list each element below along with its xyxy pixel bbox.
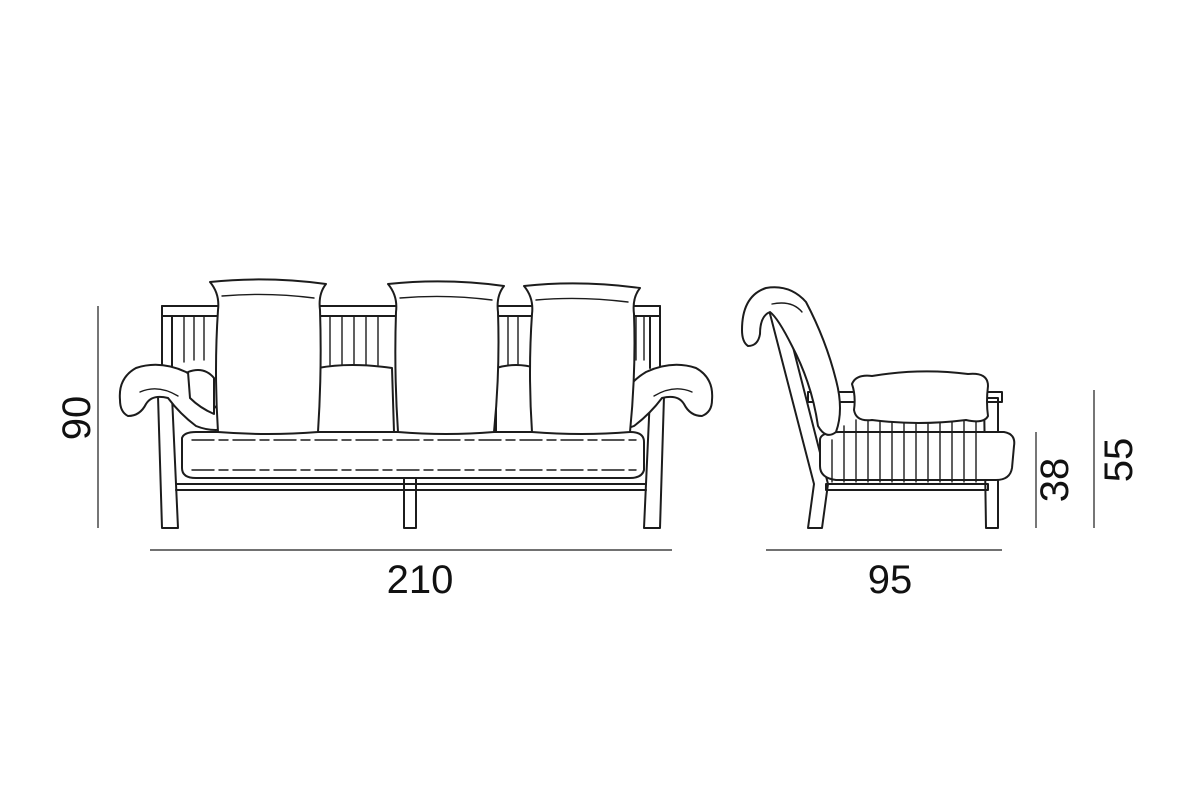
side-back-pillow — [851, 370, 989, 424]
left-arm-throw — [118, 363, 235, 431]
side-back-throw — [741, 286, 841, 436]
height-label: 90 — [55, 395, 99, 441]
back-pillow-center — [387, 280, 505, 435]
side-seat-frame — [825, 483, 989, 491]
back-pillow-right — [523, 282, 641, 435]
side-spindles — [831, 419, 977, 483]
sofa-side-view — [741, 286, 1016, 529]
width-label: 210 — [386, 558, 454, 602]
seat-height-label: 38 — [1033, 457, 1077, 503]
sofa-front-view — [118, 278, 714, 529]
depth-label: 95 — [867, 558, 913, 602]
arm-height-label: 55 — [1097, 437, 1141, 483]
side-seat-cushion — [819, 431, 1016, 481]
back-spindles — [183, 315, 645, 366]
rear-cushions — [317, 364, 539, 435]
dimension-lines — [97, 306, 1095, 551]
seat-cushion — [181, 431, 645, 479]
back-pillow-left — [209, 278, 327, 435]
